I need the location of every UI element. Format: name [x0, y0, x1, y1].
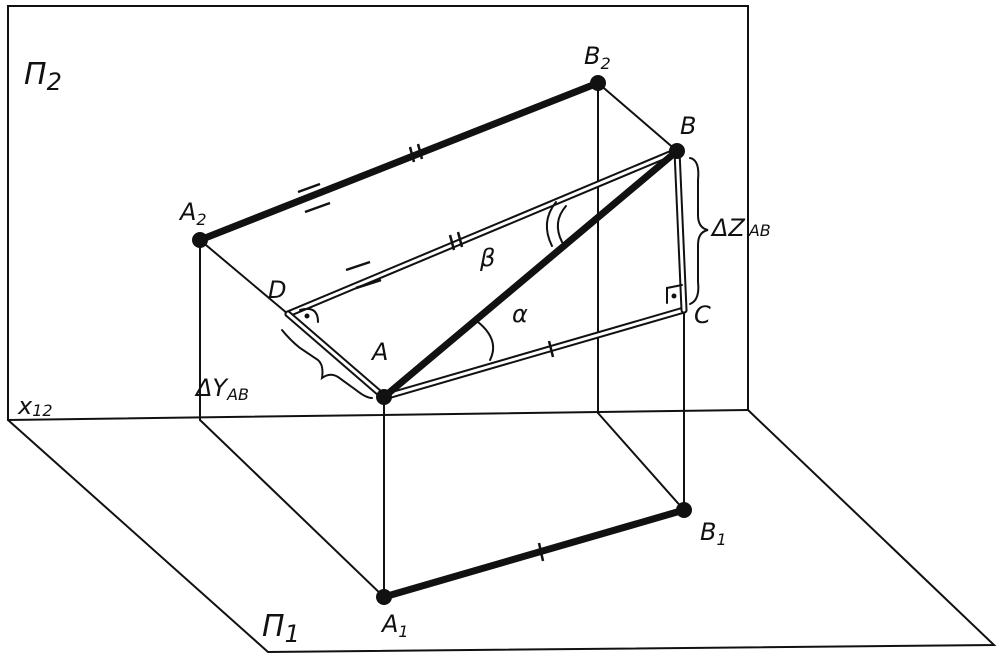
projector-b2-receding	[597, 412, 685, 511]
line-a2-to-d	[199, 239, 289, 315]
tick-double-db	[448, 231, 464, 251]
right-angle-mark-c	[666, 284, 683, 304]
point-b2-dot	[590, 75, 606, 91]
dash-marks-a2b2	[297, 182, 331, 214]
label-point-c: C	[694, 301, 711, 329]
projector-a2-receding	[199, 419, 385, 598]
angle-beta-arc-inner	[556, 205, 567, 243]
label-point-d: D	[268, 276, 286, 304]
axis-x12	[7, 409, 749, 421]
label-plane-p2: П2	[24, 57, 62, 96]
label-delta-y-ab: ΔYAB	[194, 374, 249, 404]
double-line-c-to-b	[673, 147, 688, 314]
label-point-b2: B2	[584, 42, 611, 73]
tick-single-ac	[547, 340, 555, 358]
double-line-d-to-a	[284, 310, 388, 401]
brace-delta-z	[689, 157, 709, 305]
right-angle-mark-d	[299, 307, 319, 323]
double-line-a-to-c	[380, 306, 688, 401]
tick-double-a2b2	[408, 143, 424, 163]
angle-alpha-arc	[477, 321, 494, 361]
label-point-b1: B1	[700, 518, 727, 549]
tick-single-a1b1	[537, 542, 545, 562]
double-line-d-to-b	[284, 147, 681, 318]
point-a-dot	[376, 389, 392, 405]
point-a1-dot	[376, 589, 392, 605]
label-angle-alpha: α	[512, 300, 528, 328]
horizontal-plane-outline	[7, 409, 997, 654]
line-b2-to-b	[597, 82, 678, 152]
angle-beta-arc-outer	[545, 201, 557, 247]
label-plane-p1: П1	[262, 609, 300, 648]
segment-a2-b2	[196, 79, 602, 244]
label-point-a1: A1	[380, 610, 409, 641]
label-point-a: A	[370, 338, 388, 366]
point-a2-dot	[192, 232, 208, 248]
brace-delta-y	[281, 329, 373, 399]
frontal-plane-outline	[7, 5, 749, 421]
point-b-dot	[669, 143, 685, 159]
label-angle-beta: β	[479, 244, 495, 272]
segment-a-b	[380, 147, 681, 401]
segment-a1-b1	[380, 506, 688, 601]
dash-marks-db	[345, 260, 382, 290]
label-point-a2: A2	[178, 198, 207, 229]
label-point-b: B	[680, 112, 696, 140]
label-axis-x12: x12	[17, 392, 53, 420]
point-b1-dot	[676, 502, 692, 518]
